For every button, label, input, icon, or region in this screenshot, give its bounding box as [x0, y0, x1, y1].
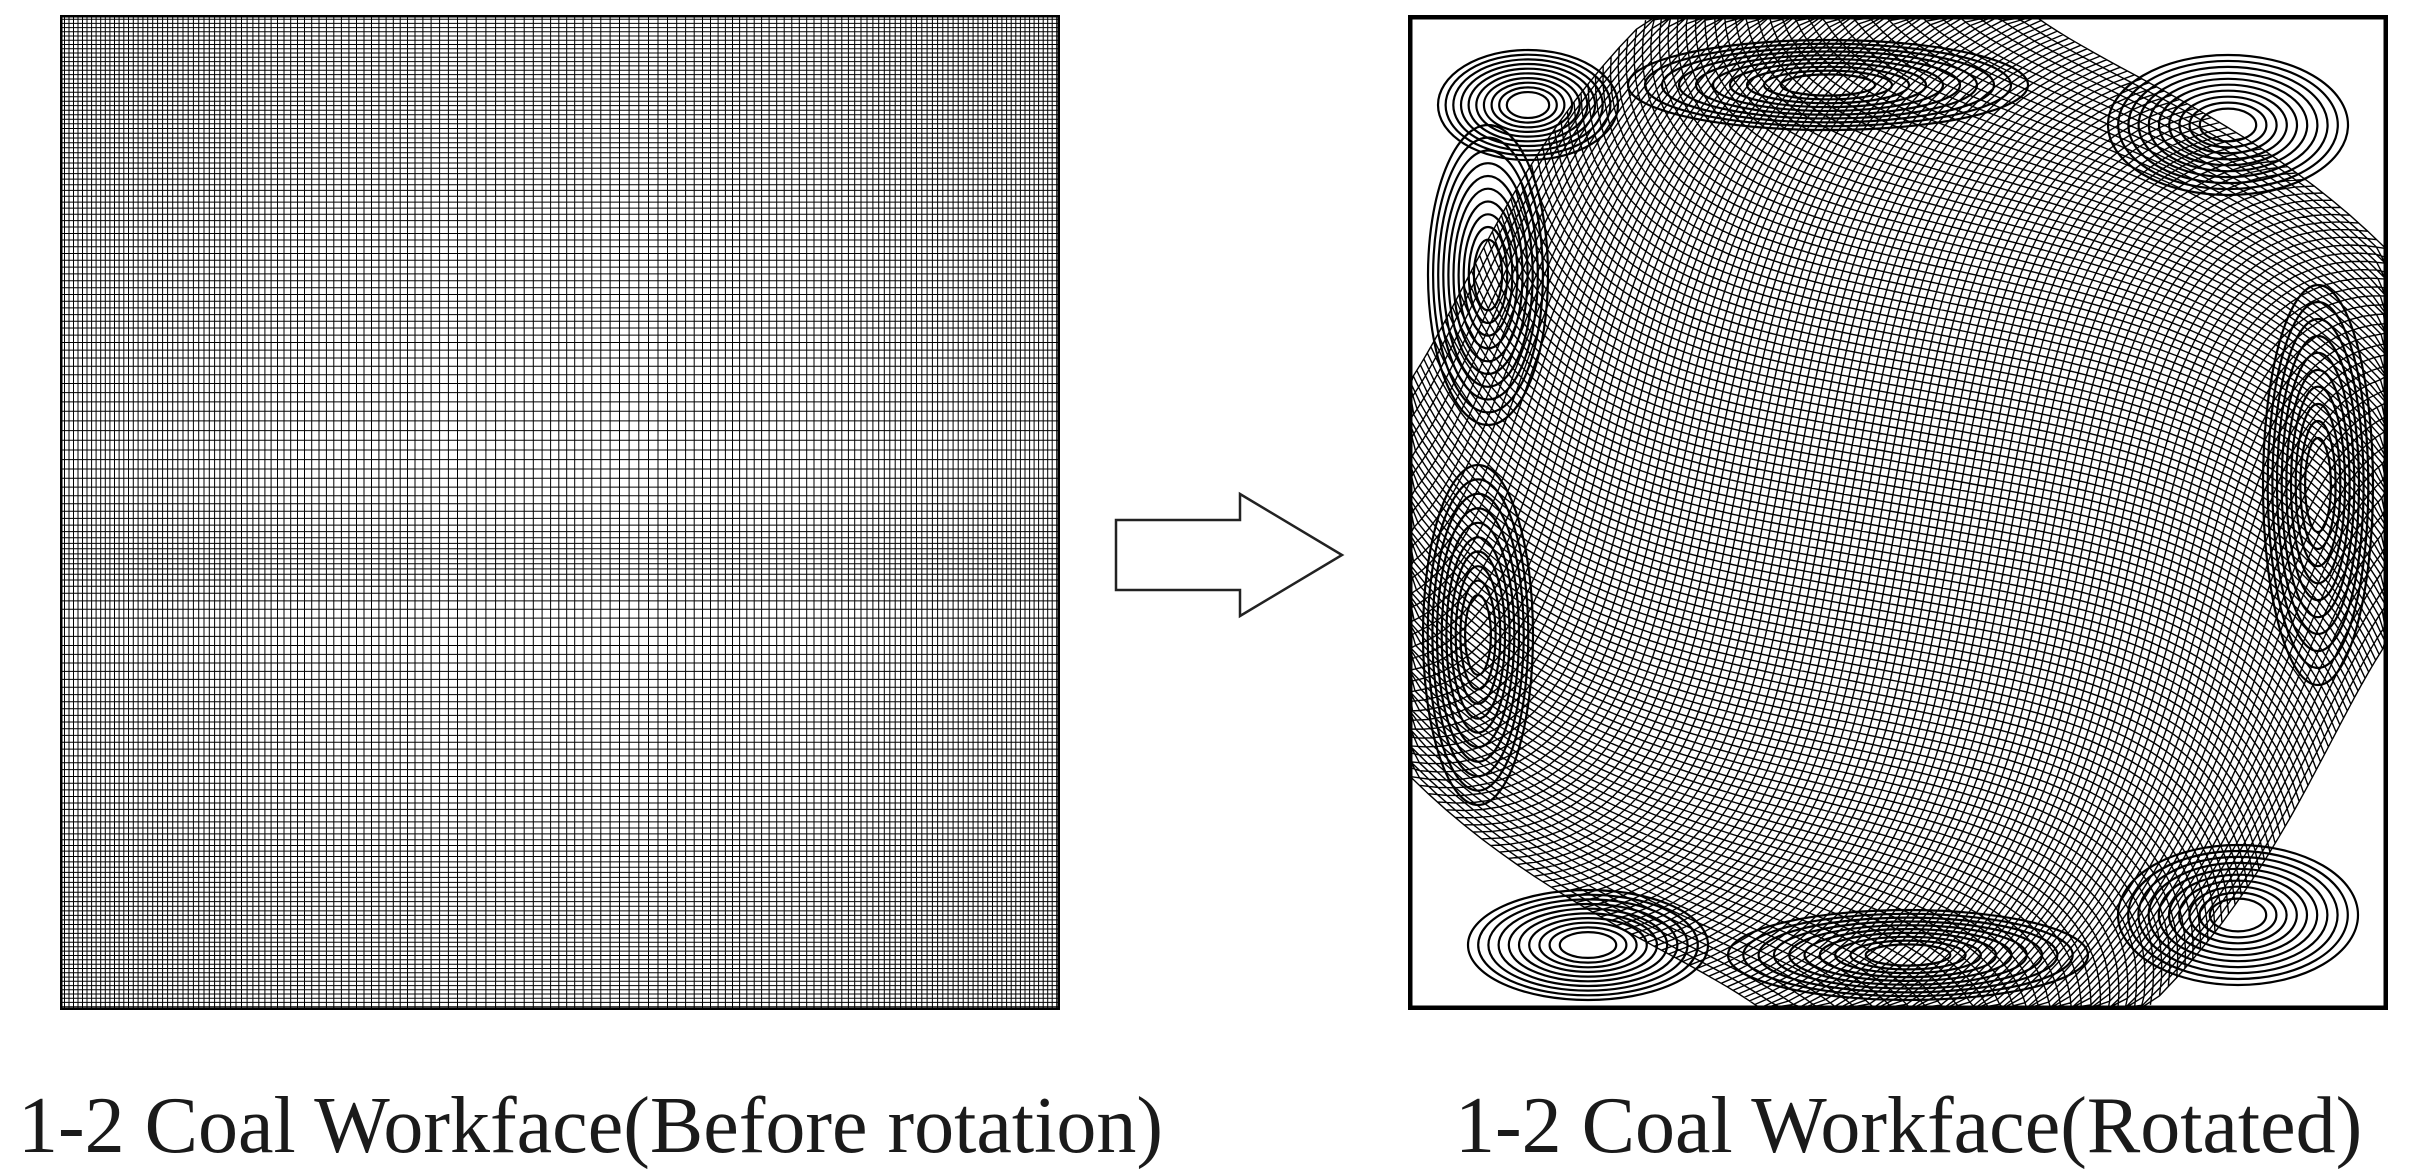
mesh-after-rotation — [1408, 15, 2388, 1010]
mesh-before-rotation — [60, 15, 1060, 1010]
edge-vortex-lines — [1421, 38, 2375, 1002]
rectilinear-grid-mesh — [60, 15, 1060, 1010]
right-arrow-icon — [1112, 490, 1348, 620]
caption-before-rotation: 1-2 Coal Workface(Before rotation) — [18, 1082, 1163, 1170]
grid-lines — [60, 15, 1060, 1010]
caption-rotated: 1-2 Coal Workface(Rotated) — [1455, 1082, 2363, 1170]
rotated-flow-mesh — [1408, 15, 2388, 1010]
